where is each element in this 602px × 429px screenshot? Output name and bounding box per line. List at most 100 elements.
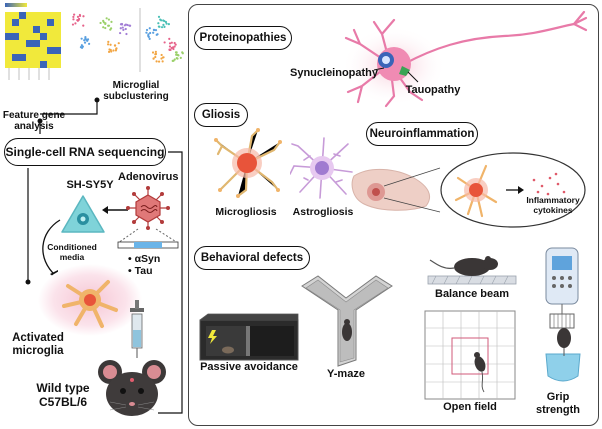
heatmap-cell xyxy=(54,40,61,47)
tsne-point xyxy=(162,56,165,59)
heatmap-cell xyxy=(12,54,19,61)
tsne-point xyxy=(83,41,87,44)
tsne-point xyxy=(154,50,157,54)
tsne-point xyxy=(176,57,179,60)
passive-avoidance-label: Passive avoidance xyxy=(200,361,298,373)
tsne-point xyxy=(170,41,173,44)
tsne-point xyxy=(157,22,160,25)
heatmap-cell xyxy=(33,40,40,47)
tsne-point xyxy=(99,21,102,25)
heatmap-cell xyxy=(54,33,61,40)
tsne-point xyxy=(119,27,122,30)
tsne-point xyxy=(147,35,150,38)
heatmap-colorbar xyxy=(5,3,27,7)
microgliosis-label: Microgliosis xyxy=(215,206,277,218)
synucleinopathy-label: Synucleinopathy xyxy=(290,67,379,79)
tsne-point xyxy=(160,57,163,60)
heatmap-cell xyxy=(26,54,33,61)
tsne-point xyxy=(84,37,87,40)
conditioned-media-label: Conditioned media xyxy=(47,242,97,262)
tsne-point xyxy=(160,53,163,57)
heatmap-cell xyxy=(40,19,47,26)
tsne-point xyxy=(149,31,152,35)
heatmap-cell xyxy=(26,47,33,54)
tsne-point xyxy=(181,51,184,54)
tsne-point xyxy=(126,23,129,27)
tsne-point xyxy=(164,20,168,24)
tsne-point xyxy=(155,33,158,36)
microglial-subclustering-label: Microglial subclustering xyxy=(103,80,169,102)
tsne-point xyxy=(72,18,75,21)
heatmap-cell xyxy=(33,47,40,54)
syringe-icon xyxy=(130,300,144,358)
shsy5y-cell-icon xyxy=(61,195,105,233)
astrogliosis-icon xyxy=(290,137,353,199)
tsne-point xyxy=(102,26,105,29)
heatmap-cell xyxy=(19,12,26,19)
heatmap-cell xyxy=(5,40,12,47)
tsne-point xyxy=(74,22,77,25)
heatmap-cell xyxy=(5,54,12,61)
tsne-point xyxy=(175,51,178,54)
tsne-point xyxy=(71,23,75,26)
brain-section-icon xyxy=(351,167,441,213)
heatmap-cell xyxy=(54,12,61,19)
tsne-point xyxy=(175,53,178,56)
heatmap-cell xyxy=(54,26,61,33)
activated-microglia-icon xyxy=(38,264,142,336)
tsne-point xyxy=(123,24,126,27)
tsne-point xyxy=(122,28,125,31)
virus-to-cell-arrow xyxy=(102,206,128,214)
heatmap-cell xyxy=(26,40,33,47)
tau-label: • Tau xyxy=(128,265,153,277)
heatmap-cell xyxy=(12,47,19,54)
tsne-point xyxy=(165,22,168,25)
heatmap-cell xyxy=(40,12,47,19)
tsne-point xyxy=(117,42,120,45)
open-field-icon xyxy=(424,310,516,400)
tsne-point xyxy=(115,47,118,50)
tsne-point xyxy=(151,51,155,54)
passive-avoidance-icon xyxy=(199,313,299,361)
heatmap-cell xyxy=(33,19,40,26)
tsne-point xyxy=(114,49,118,52)
plasmid-diagram xyxy=(117,228,179,249)
tsne-point xyxy=(105,17,108,20)
tsne-point xyxy=(84,35,87,39)
feature-gene-label: Feature gene analysis xyxy=(2,110,66,132)
astrogliosis-label: Astrogliosis xyxy=(292,206,354,218)
tsne-point xyxy=(113,44,117,47)
heatmap-cell xyxy=(19,40,26,47)
tsne-point xyxy=(154,52,158,56)
tsne-point xyxy=(174,43,177,46)
tsne-point xyxy=(81,45,84,48)
tsne-point xyxy=(80,37,83,40)
tsne-point xyxy=(167,23,170,26)
heatmap-cell xyxy=(26,19,33,26)
heatmap-cell xyxy=(26,12,33,19)
adenovirus-icon xyxy=(126,186,170,230)
tsne-point xyxy=(168,45,172,48)
heatmap-cell xyxy=(19,47,26,54)
tsne-point xyxy=(112,49,115,52)
balance-beam-icon xyxy=(427,256,517,285)
tsne-point xyxy=(109,48,112,52)
tsne-point xyxy=(107,40,110,43)
tsne-point xyxy=(110,27,113,30)
behavioral-defects-pill: Behavioral defects xyxy=(194,246,310,270)
tsne-point xyxy=(159,18,162,21)
tsne-point xyxy=(77,18,80,21)
heatmap-cell xyxy=(33,12,40,19)
heatmap-cell xyxy=(5,33,12,40)
shsy5y-label: SH-SY5Y xyxy=(66,179,114,191)
heatmap-cell xyxy=(47,12,54,19)
heatmap-cell xyxy=(40,47,47,54)
tsne-point xyxy=(152,57,155,60)
grip-strength-icon xyxy=(545,247,581,382)
tsne-point xyxy=(120,22,124,26)
heatmap-cell xyxy=(54,54,61,61)
heatmap-cell xyxy=(33,54,40,61)
tsne-point xyxy=(88,42,91,45)
tsne-point xyxy=(78,14,82,17)
heatmap-cell xyxy=(5,26,12,33)
